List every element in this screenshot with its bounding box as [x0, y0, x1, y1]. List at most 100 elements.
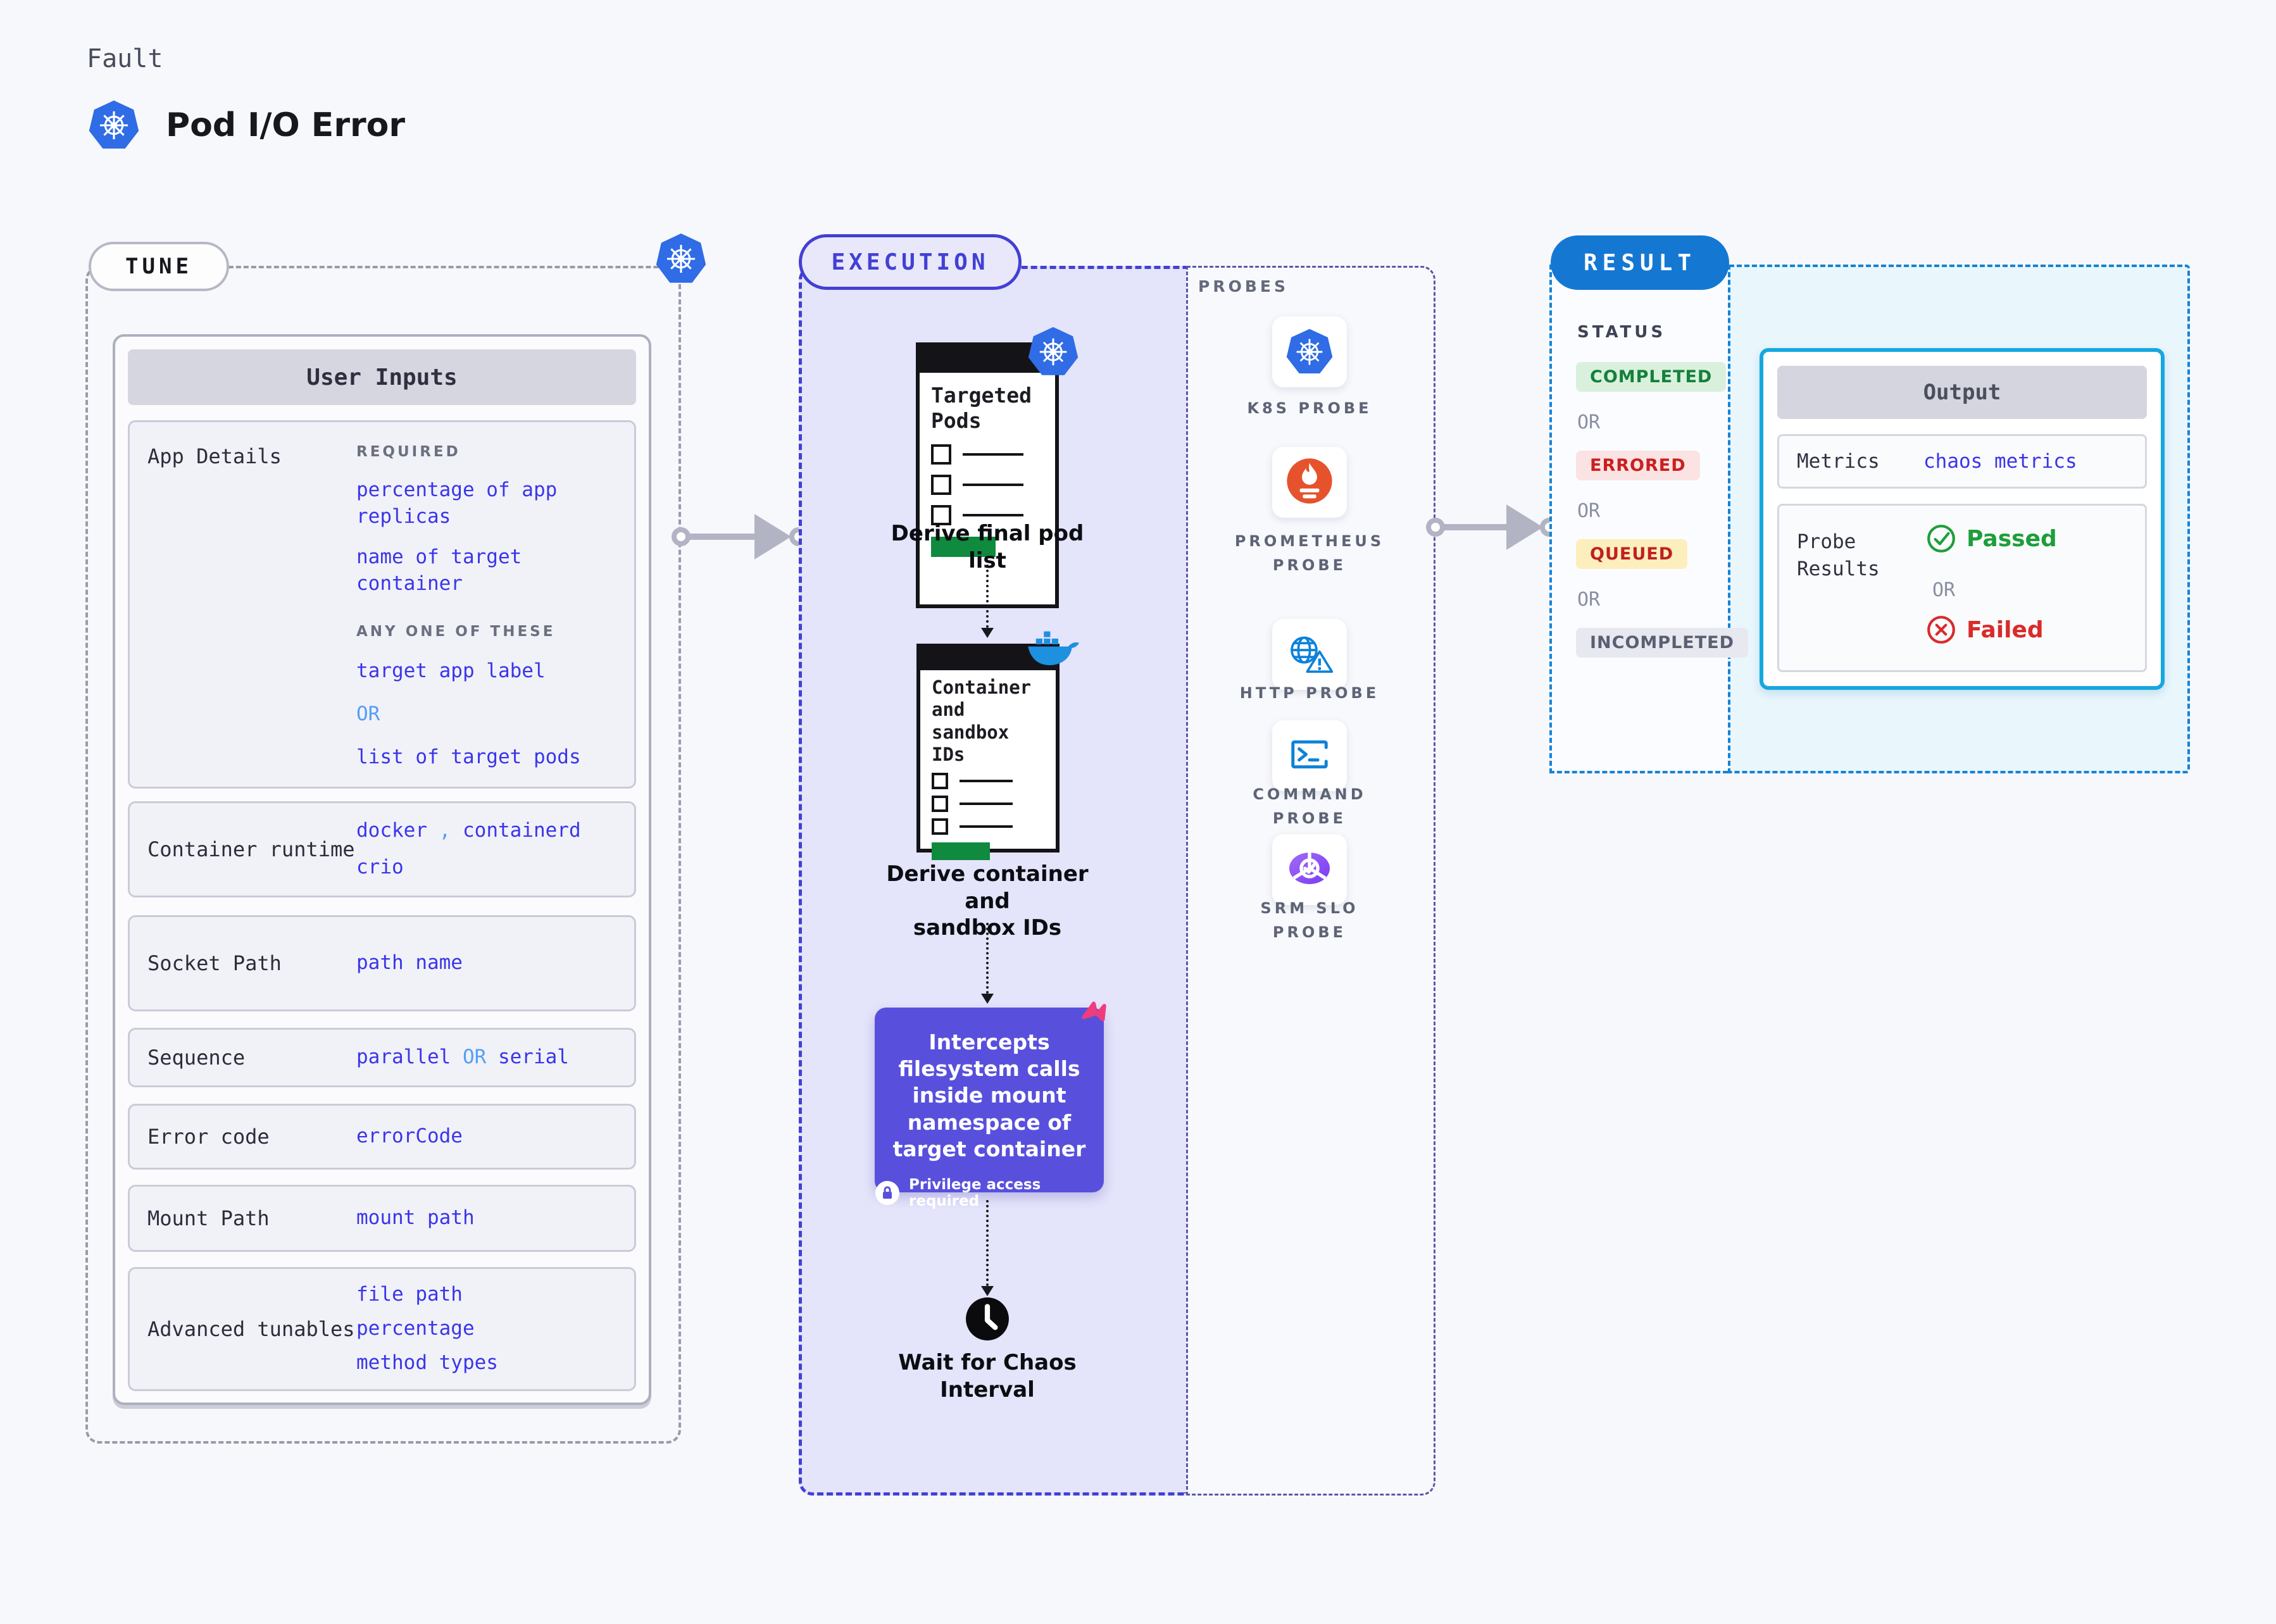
slo-pie-icon — [1285, 849, 1334, 890]
tunable-item: method types — [356, 1351, 498, 1374]
kubernetes-icon — [89, 100, 139, 149]
intercept-box: Intercepts filesystem calls inside mount… — [875, 1008, 1104, 1209]
required-caption: REQUIRED — [356, 444, 461, 460]
row-mount-path: Mount Path mount path — [128, 1185, 636, 1252]
doc-title: Targeted Pods — [931, 383, 1032, 434]
error-code-value: errorCode — [356, 1125, 463, 1148]
status-badge-completed: COMPLETED — [1576, 362, 1727, 392]
mount-path-value: mount path — [356, 1206, 475, 1230]
probe-card-srm-slo — [1272, 834, 1347, 905]
row-label: Mount Path — [147, 1206, 270, 1230]
docker-icon — [1027, 630, 1080, 669]
probe-results-row: Probe Results Passed OR Failed — [1777, 504, 2147, 672]
arrow-down-icon — [981, 994, 994, 1004]
step-caption: Wait for Chaos Interval — [898, 1350, 1077, 1402]
flow-arrow-tune-to-execution — [671, 503, 810, 570]
row-label: Container runtime — [147, 837, 355, 861]
metrics-label: Metrics — [1797, 450, 1880, 473]
probe-label: K8S PROBE — [1247, 399, 1372, 417]
probe-results-label: Probe Results — [1797, 530, 1880, 581]
row-label: Sequence — [147, 1045, 246, 1070]
execution-pill: EXECUTION — [799, 234, 1022, 290]
or-text: OR — [1577, 589, 1601, 611]
or-text: OR — [356, 703, 380, 726]
option-a: target app label — [356, 659, 546, 683]
row-container-runtime: Container runtime docker , containerd cr… — [128, 801, 636, 897]
failed-text: Failed — [1966, 616, 2044, 643]
row-label: Error code — [147, 1124, 270, 1149]
fault-eyebrow: Fault — [87, 44, 163, 73]
tunable-item: percentage — [356, 1317, 475, 1340]
tune-pill: TUNE — [89, 242, 229, 291]
any-one-caption: ANY ONE OF THESE — [356, 623, 556, 640]
targeted-pods-doc: Targeted Pods — [916, 342, 1059, 608]
row-error-code: Error code errorCode — [128, 1104, 636, 1170]
status-badge-queued: QUEUED — [1576, 539, 1688, 569]
globe-warning-icon — [1285, 633, 1334, 676]
connector-dotted-line — [986, 923, 989, 994]
probe-card-prometheus — [1272, 447, 1347, 518]
result-status-panel — [1549, 265, 1728, 773]
connector-dotted-line — [986, 565, 989, 628]
row-label: App Details — [147, 444, 282, 468]
or-text: OR — [1932, 579, 1956, 601]
comma: , — [439, 819, 451, 842]
status-badge-incompleted: INCOMPLETED — [1576, 628, 1748, 658]
terminal-icon — [1287, 737, 1332, 775]
probe-label: HTTP PROBE — [1239, 684, 1380, 702]
arrow-down-icon — [981, 628, 994, 638]
connector-dotted-line — [986, 1200, 989, 1286]
probe-card-k8s — [1272, 316, 1347, 387]
status-badge-errored: ERRORED — [1576, 451, 1700, 480]
row-label: Advanced tunables — [147, 1316, 355, 1341]
probe-label: COMMAND PROBE — [1253, 785, 1366, 828]
option-b: list of target pods — [356, 746, 581, 769]
green-bar — [931, 536, 996, 557]
runtime-value: crio — [356, 856, 404, 878]
prometheus-icon — [1285, 457, 1334, 508]
page-title: Pod I/O Error — [166, 106, 405, 144]
container-sandbox-doc: Container and sandbox IDs — [916, 644, 1060, 860]
probe-card-command — [1272, 720, 1347, 791]
probe-label: PROMETHEUS PROBE — [1234, 532, 1385, 575]
row-app-details: App Details REQUIRED percentage of app r… — [128, 420, 636, 789]
probe-card-http — [1272, 619, 1347, 690]
probes-label: PROBES — [1198, 277, 1289, 296]
sequence-value: serial — [497, 1046, 569, 1069]
checkbox-icon — [931, 444, 951, 465]
status-label: STATUS — [1577, 323, 1666, 342]
or-text: OR — [462, 1046, 487, 1069]
kubernetes-badge-icon — [1028, 327, 1079, 375]
result-pill: RESULT — [1551, 235, 1729, 290]
row-advanced-tunables: Advanced tunables file path percentage m… — [128, 1267, 636, 1391]
output-header: Output — [1777, 366, 2147, 419]
probe-label: SRM SLO PROBE — [1260, 899, 1359, 942]
checkbox-icon — [931, 474, 951, 495]
intercept-text: Intercepts filesystem calls inside mount… — [892, 1030, 1086, 1161]
clock-icon — [965, 1296, 1010, 1342]
checkbox-icon — [931, 504, 951, 525]
or-text: OR — [1577, 500, 1601, 522]
sequence-value: parallel — [356, 1046, 451, 1069]
arrow-down-icon — [981, 1286, 994, 1296]
kubernetes-icon — [656, 233, 706, 283]
metrics-row: Metrics chaos metrics — [1777, 434, 2147, 489]
metrics-value: chaos metrics — [1923, 450, 2077, 473]
user-inputs-header: User Inputs — [128, 349, 636, 405]
row-sequence: Sequence parallel OR serial — [128, 1028, 636, 1087]
x-circle-icon — [1926, 615, 1956, 645]
required-item: percentage of app replicas — [356, 478, 558, 528]
runtime-value: docker — [356, 819, 427, 842]
check-circle-icon — [1926, 523, 1956, 554]
flow-arrow-execution-to-result — [1425, 494, 1561, 561]
lock-icon — [875, 1180, 900, 1206]
or-text: OR — [1577, 411, 1601, 434]
passed-text: Passed — [1966, 525, 2057, 552]
privilege-badge: Privilege access required — [909, 1177, 1041, 1210]
row-label: Socket Path — [147, 951, 282, 975]
tunable-item: file path — [356, 1283, 463, 1306]
step-caption: Derive final pod list — [891, 521, 1084, 573]
runtime-value: containerd — [463, 819, 581, 842]
kubernetes-icon — [1286, 328, 1333, 374]
row-socket-path: Socket Path path name — [128, 915, 636, 1011]
